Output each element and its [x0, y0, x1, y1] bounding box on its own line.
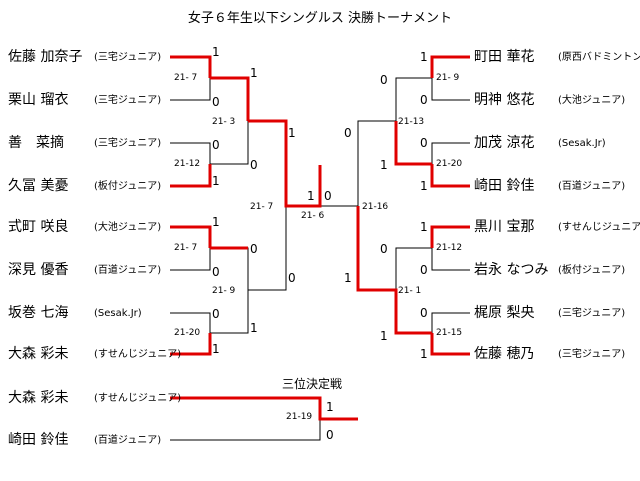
score-right-r1-1: 21- 9 [436, 73, 460, 83]
third-place-title: 三位決定戦 [282, 377, 343, 391]
left-player-6-club: (百道ジュニア) [94, 265, 162, 276]
score-right-r2-1: 21-13 [398, 117, 425, 127]
left-player-8-name: 大森 彩未 [8, 346, 69, 362]
right-player-2-club: (大池ジュニア) [558, 95, 626, 106]
left-player-2-name: 栗山 瑠衣 [8, 92, 69, 108]
left-player-4-club: (板付ジュニア) [94, 181, 162, 192]
score-right-r2-2: 21- 1 [398, 286, 422, 296]
result-final-left: 1 [307, 189, 315, 203]
score-left-r1-2: 21-12 [174, 159, 201, 169]
score-left-r2-2: 21- 9 [212, 286, 236, 296]
right-player-7-club: (三宅ジュニア) [558, 308, 626, 319]
result-right-r1-5: 1 [420, 220, 428, 234]
result-right-sf-2: 1 [344, 271, 352, 285]
result-left-sf-2: 0 [288, 271, 296, 285]
result-left-r1-4: 1 [212, 174, 220, 188]
result-left-r1-1: 1 [212, 45, 220, 59]
score-left-r1-4: 21-20 [174, 328, 201, 338]
right-player-8-club: (三宅ジュニア) [558, 349, 626, 360]
score-right-r1-2: 21-20 [436, 159, 463, 169]
result-right-r2-1: 0 [380, 73, 388, 87]
right-player-6-club: (板付ジュニア) [558, 265, 626, 276]
left-player-7-club: (Sesak.Jr) [94, 308, 142, 319]
result-right-r1-4: 1 [420, 179, 428, 193]
result-left-r1-5: 1 [212, 215, 220, 229]
page-title: 女子６年生以下シングルス 決勝トーナメント [187, 11, 453, 26]
right-player-2-name: 明神 悠花 [474, 92, 535, 108]
score-left-r2-1: 21- 3 [212, 117, 236, 127]
right-player-4-name: 崎田 鈴佳 [474, 178, 535, 194]
left-player-7-name: 坂巻 七海 [8, 305, 69, 321]
result-left-sf-1: 1 [288, 126, 296, 140]
left-player-3-club: (三宅ジュニア) [94, 138, 162, 149]
result-right-r1-1: 1 [420, 50, 428, 64]
right-player-3-club: (Sesak.Jr) [558, 138, 606, 149]
result-right-sf-1: 0 [344, 126, 352, 140]
right-player-6-name: 岩永 なつみ [474, 262, 549, 278]
third-place-result-1: 1 [326, 400, 334, 414]
score-left-r1-1: 21- 7 [174, 73, 198, 83]
third-player-1-name: 大森 彩未 [8, 390, 69, 406]
right-player-5-name: 黒川 宝那 [474, 219, 535, 235]
score-right-r1-3: 21-12 [436, 243, 463, 253]
third-player-2-club: (百道ジュニア) [94, 435, 162, 446]
left-player-1-name: 佐藤 加奈子 [8, 49, 83, 65]
right-player-3-name: 加茂 涼花 [474, 135, 535, 151]
result-left-r1-2: 0 [212, 95, 220, 109]
right-player-4-club: (百道ジュニア) [558, 181, 626, 192]
right-player-1-club: (原西バドミントン) [558, 52, 640, 63]
left-player-8-club: (すせんじジュニア) [94, 349, 182, 360]
result-left-r2-1: 1 [250, 66, 258, 80]
third-place-result-2: 0 [326, 428, 334, 442]
result-left-r2-3: 0 [250, 242, 258, 256]
left-player-5-name: 式町 咲良 [8, 219, 69, 235]
third-player-1-club: (すせんじジュニア) [94, 393, 182, 404]
left-player-1-club: (三宅ジュニア) [94, 52, 162, 63]
left-player-5-club: (大池ジュニア) [94, 222, 162, 233]
result-right-r1-7: 0 [420, 306, 428, 320]
left-player-2-club: (三宅ジュニア) [94, 95, 162, 106]
result-right-r1-2: 0 [420, 93, 428, 107]
result-left-r1-6: 0 [212, 265, 220, 279]
left-player-4-name: 久冨 美憂 [8, 178, 69, 194]
result-final-right: 0 [324, 189, 332, 203]
result-left-r1-3: 0 [212, 138, 220, 152]
result-right-r2-3: 0 [380, 242, 388, 256]
result-left-r2-2: 0 [250, 158, 258, 172]
result-right-r1-3: 0 [420, 136, 428, 150]
score-left-sf: 21- 7 [250, 202, 274, 212]
score-right-r1-4: 21-15 [436, 328, 463, 338]
result-right-r2-4: 1 [380, 329, 388, 343]
result-right-r1-6: 0 [420, 263, 428, 277]
result-left-r1-8: 1 [212, 342, 220, 356]
score-final: 21- 6 [301, 211, 325, 221]
result-right-r2-2: 1 [380, 158, 388, 172]
right-player-8-name: 佐藤 穂乃 [474, 346, 535, 362]
result-right-r1-8: 1 [420, 347, 428, 361]
score-right-sf: 21-16 [362, 202, 389, 212]
left-player-3-name: 善 菜摘 [8, 135, 64, 151]
right-player-1-name: 町田 華花 [474, 49, 535, 65]
left-player-6-name: 深見 優香 [8, 262, 69, 278]
result-left-r2-4: 1 [250, 321, 258, 335]
third-place-score: 21-19 [286, 412, 313, 422]
third-player-2-name: 崎田 鈴佳 [8, 432, 69, 448]
right-player-5-club: (すせんじジュニア) [558, 222, 640, 233]
score-left-r1-3: 21- 7 [174, 243, 198, 253]
right-player-7-name: 梶原 梨央 [474, 305, 535, 321]
result-left-r1-7: 0 [212, 307, 220, 321]
